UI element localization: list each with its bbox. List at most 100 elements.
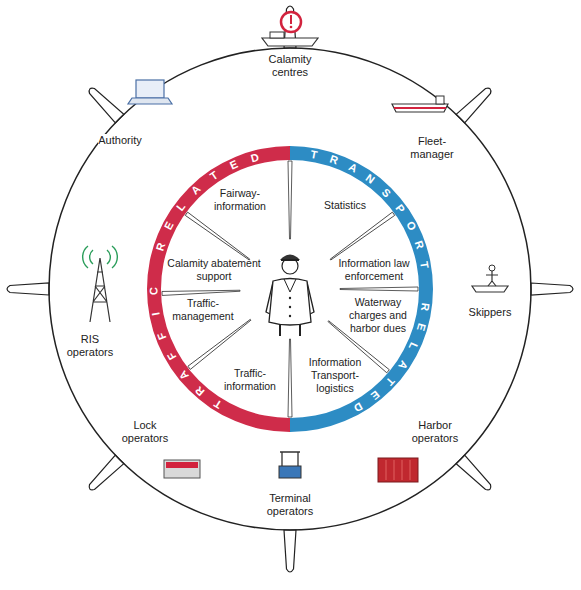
sector-label: Waterway charges and harbor dues: [346, 296, 410, 335]
arc-letter: E: [163, 220, 176, 232]
container-ribs: [386, 460, 410, 480]
barge-wheelhouse: [436, 96, 444, 104]
arc-letter: S: [380, 186, 393, 199]
wheel-handles: [7, 6, 573, 572]
arc-letter: L: [175, 201, 188, 213]
radio-waves: [83, 246, 118, 268]
laptop-screen: [136, 80, 164, 98]
arc-letter: D: [250, 151, 261, 164]
terminal-bucket: [279, 466, 301, 478]
fleet-icon: [392, 96, 448, 112]
sector-node: Traffic-information: [215, 367, 285, 393]
actor-label: Skippers: [469, 306, 512, 319]
sector-divider: [288, 339, 292, 417]
ship-hull: [262, 38, 318, 46]
actor-label: Terminal operators: [263, 492, 318, 518]
skipper-head: [489, 265, 495, 271]
arc-letter: E: [369, 388, 382, 401]
wheel-handle: [531, 283, 573, 295]
sector-node: Waterway charges and harbor dues: [346, 296, 410, 335]
tower-lattice: [90, 258, 110, 322]
harbor-icon: [378, 458, 418, 482]
alarm-bar: [290, 15, 292, 24]
band-node: TRANSPORT RELATED: [290, 146, 433, 432]
actor-label: RIS operators: [65, 333, 115, 359]
actor-label: Authority: [98, 134, 141, 147]
arc-letter: A: [396, 358, 410, 371]
band-shape: [147, 146, 290, 432]
band-shape: [290, 146, 433, 432]
wheel-handle: [86, 455, 124, 493]
arc-letter: [150, 267, 161, 272]
sector-divider: [162, 289, 240, 296]
sector-label: Fairway-information: [205, 187, 275, 213]
wheel-handle: [86, 85, 124, 123]
lock-icon: [164, 460, 200, 478]
arc-letter: T: [212, 398, 224, 411]
sector-label: Traffic-management: [168, 297, 238, 323]
sector-divider: [288, 161, 292, 239]
arc-letter: R: [412, 240, 425, 251]
ship-cabin: [270, 32, 284, 38]
alarm-circle: [281, 12, 301, 32]
sector-node: Information law enforcement: [329, 257, 419, 283]
captain-legs: [280, 325, 300, 336]
actor-label: Harbor operators: [410, 419, 460, 445]
captain-coat: [269, 279, 311, 326]
arc-letter: N: [364, 173, 377, 187]
barge-stripe: [394, 107, 446, 109]
sector-divider: [340, 287, 418, 291]
arc-letter: T: [418, 261, 430, 270]
arc-letter: E: [414, 322, 427, 332]
sector-label: Information Transport-logistics: [304, 356, 366, 395]
captain-button: [289, 297, 291, 299]
actor-label: Calamity centres: [265, 53, 315, 79]
wheel-handle: [284, 530, 296, 572]
sector-dividers: [162, 161, 418, 417]
sector-divider: [329, 212, 394, 261]
captain-head: [282, 258, 298, 274]
boat-hull: [472, 286, 508, 292]
skipper-icon: [472, 265, 508, 292]
arc-letter: R: [419, 302, 431, 311]
authority-icon: [128, 80, 172, 104]
sector-node: Calamity abatement support: [166, 257, 262, 283]
lock-gate: [166, 462, 198, 468]
sector-node: Fairway-information: [205, 187, 275, 213]
arc-letter: R: [193, 384, 206, 398]
arc-letter: [420, 284, 431, 287]
arc-letter: O: [404, 220, 418, 233]
sector-divider: [185, 212, 250, 261]
skipper-body: [486, 271, 498, 286]
wheel-handle: [7, 283, 49, 295]
lock-chamber: [164, 460, 200, 478]
captain-button: [289, 306, 291, 308]
arc-letter: A: [190, 184, 203, 197]
arc-letter: R: [154, 241, 167, 252]
sector-label: Information law enforcement: [329, 257, 419, 283]
arc-letter: L: [407, 341, 420, 352]
arc-letter: T: [309, 149, 318, 161]
captain-visor: [281, 259, 299, 261]
calamity-icon: [262, 12, 318, 46]
terminal-icon: [279, 452, 301, 478]
captain-button: [289, 315, 291, 317]
sector-node: Information Transport-logistics: [304, 356, 366, 395]
container-box: [378, 458, 418, 482]
barge-hull: [392, 104, 448, 112]
arc-letter: T: [208, 170, 220, 183]
captain-cap: [280, 255, 300, 261]
actor-label: Fleet-manager: [407, 135, 457, 161]
terminal-frame: [280, 452, 300, 466]
arc-letter: I: [151, 311, 162, 316]
arc-letter: F: [156, 330, 169, 340]
sector-node: Statistics: [324, 199, 366, 212]
arc-letter: P: [393, 202, 406, 214]
arc-letter: A: [178, 368, 192, 381]
arc-letter: C: [148, 287, 159, 295]
actor-label: Lock operators: [120, 419, 170, 445]
wheel-handle: [456, 85, 494, 123]
arc-letter: D: [352, 400, 364, 414]
wheel-rim: [49, 48, 531, 530]
arc-letter: A: [347, 162, 359, 175]
